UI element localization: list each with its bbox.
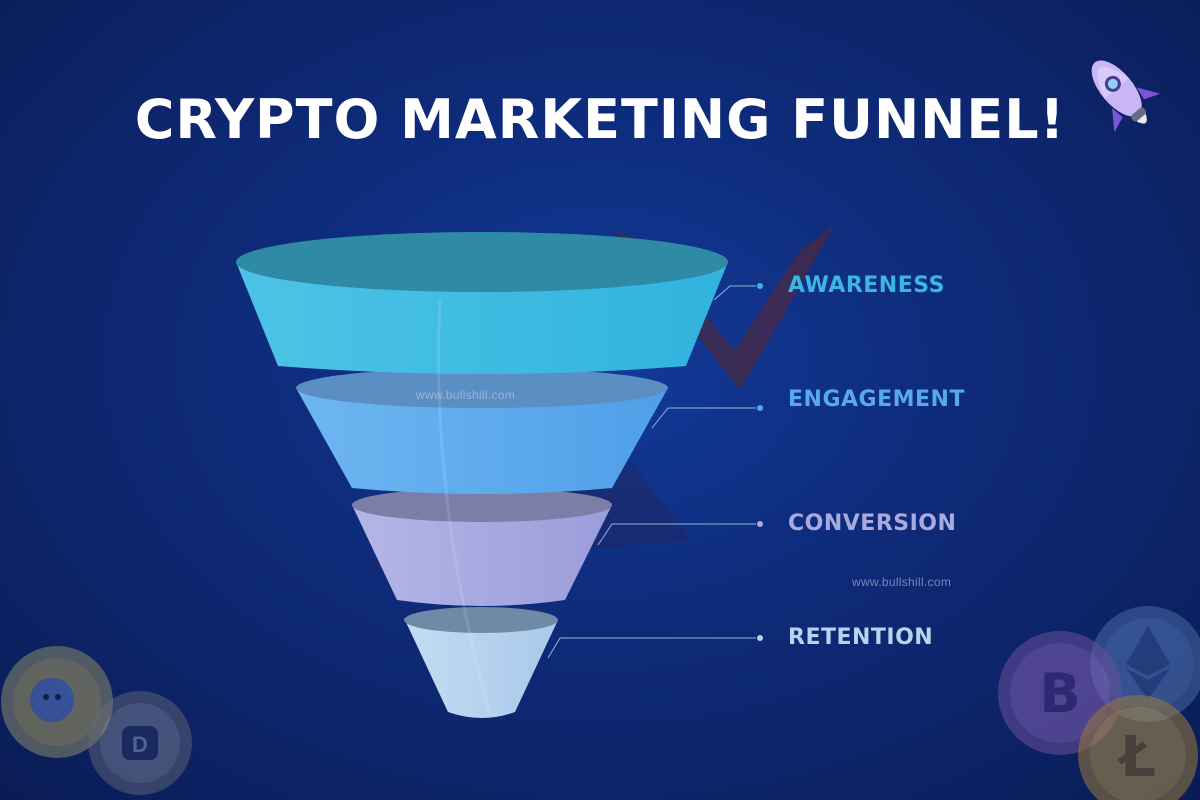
label-awareness: AWARENESS (788, 273, 945, 298)
label-retention: RETENTION (788, 625, 934, 650)
funnel-top-retention (404, 607, 558, 633)
funnel-top-awareness (236, 232, 728, 292)
bullet-awareness (757, 283, 763, 289)
label-conversion: CONVERSION (788, 511, 957, 536)
page-title: CRYPTO MARKETING FUNNEL! (134, 88, 1066, 151)
watermark-funnel: www.bullshill.com (416, 388, 516, 402)
funnel-segment-engagement (296, 388, 668, 494)
funnel-top-conversion (352, 488, 612, 522)
connector-engagement (651, 407, 756, 429)
rocket-icon (1091, 60, 1161, 133)
label-engagement: ENGAGEMENT (788, 387, 965, 412)
connector-conversion (597, 523, 756, 546)
bullet-engagement (757, 405, 763, 411)
bullet-conversion (757, 521, 763, 527)
funnel-segment-awareness (236, 262, 728, 374)
bullet-retention (757, 635, 763, 641)
funnel-segment-conversion (352, 505, 612, 606)
connector-awareness (713, 285, 756, 301)
watermark-right: www.bullshill.com (852, 575, 952, 589)
funnel-top-engagement (296, 368, 668, 408)
funnel-segment-retention (405, 620, 558, 718)
connector-retention (547, 637, 756, 659)
